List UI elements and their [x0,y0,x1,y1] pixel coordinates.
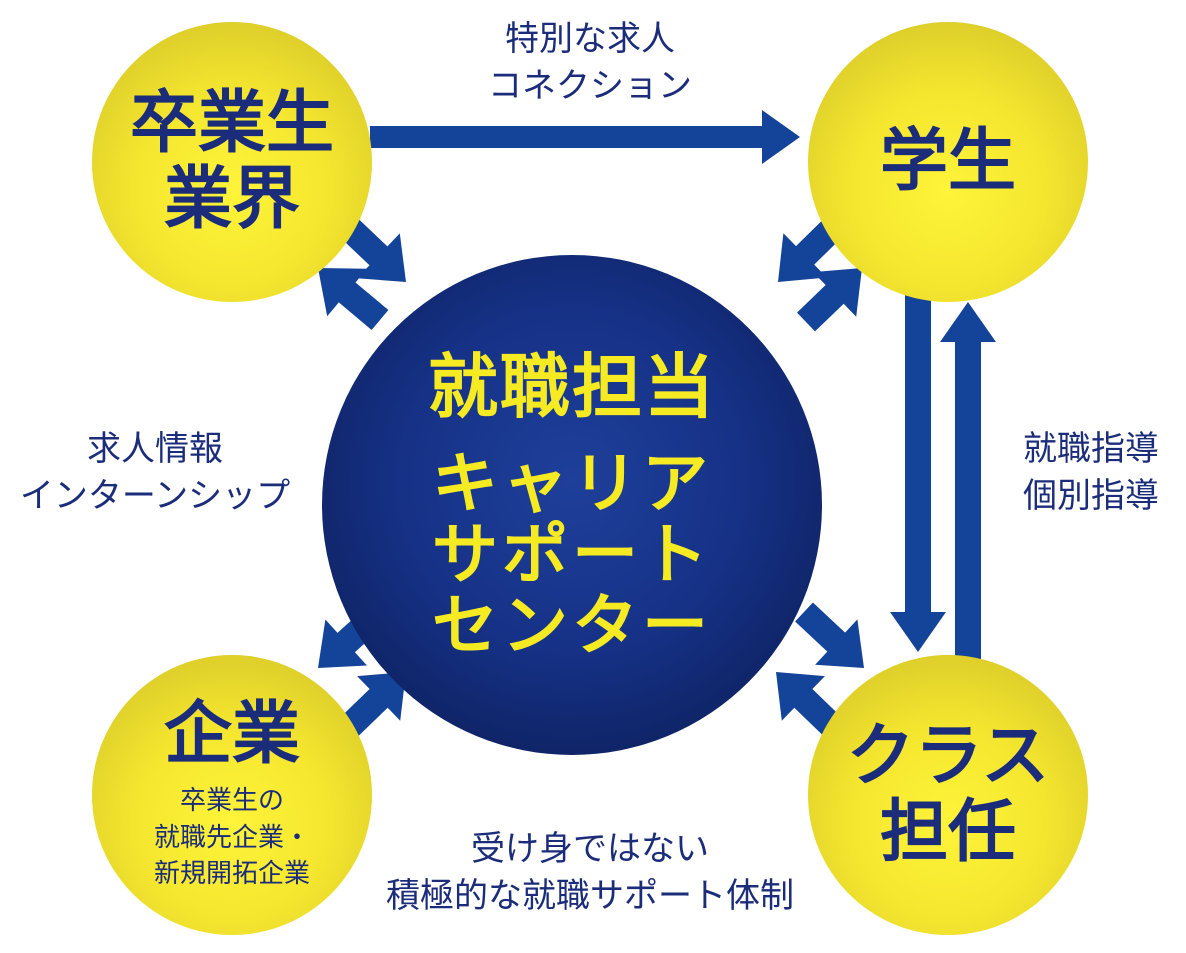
center-subtitle: キャリア サポート センター [432,444,712,665]
arrow-teacher-to-center [776,672,843,738]
arrow-alumni-to-student [370,110,800,164]
arrow-student-to-teacher [890,288,946,652]
arrow-center-to-teacher [795,602,864,668]
class-teacher-label: クラス 担任 [846,716,1050,872]
company-node: 企業 卒業生の 就職先企業・ 新規開拓企業 [92,655,372,935]
label-left: 求人情報 インターンシップ [19,429,291,516]
arrow-center-to-student [797,268,862,332]
label-top: 特別な求人 コネクション [488,19,692,106]
arrow-center-to-alumni [318,268,389,330]
company-label: 企業 [163,695,300,775]
class-teacher-node: クラス 担任 [808,655,1088,935]
alumni-node: 卒業生 業界 [92,22,372,302]
arrow-company-to-center [339,672,406,738]
company-sublabel: 卒業生の 就職先企業・ 新規開拓企業 [153,786,310,890]
alumni-label: 卒業生 業界 [129,83,334,239]
career-center-node: 就職担当 キャリア サポート センター [322,255,822,755]
arrow-alumni-to-center [337,215,406,282]
student-label: 学生 [879,121,1016,201]
label-right: 就職指導 個別指導 [1023,429,1159,516]
student-node: 学生 [808,22,1088,302]
center-title: 就職担当 [428,345,716,428]
arrow-teacher-to-student [940,302,996,662]
label-bottom: 受け身ではない 積極的な就職サポート体制 [386,829,794,916]
